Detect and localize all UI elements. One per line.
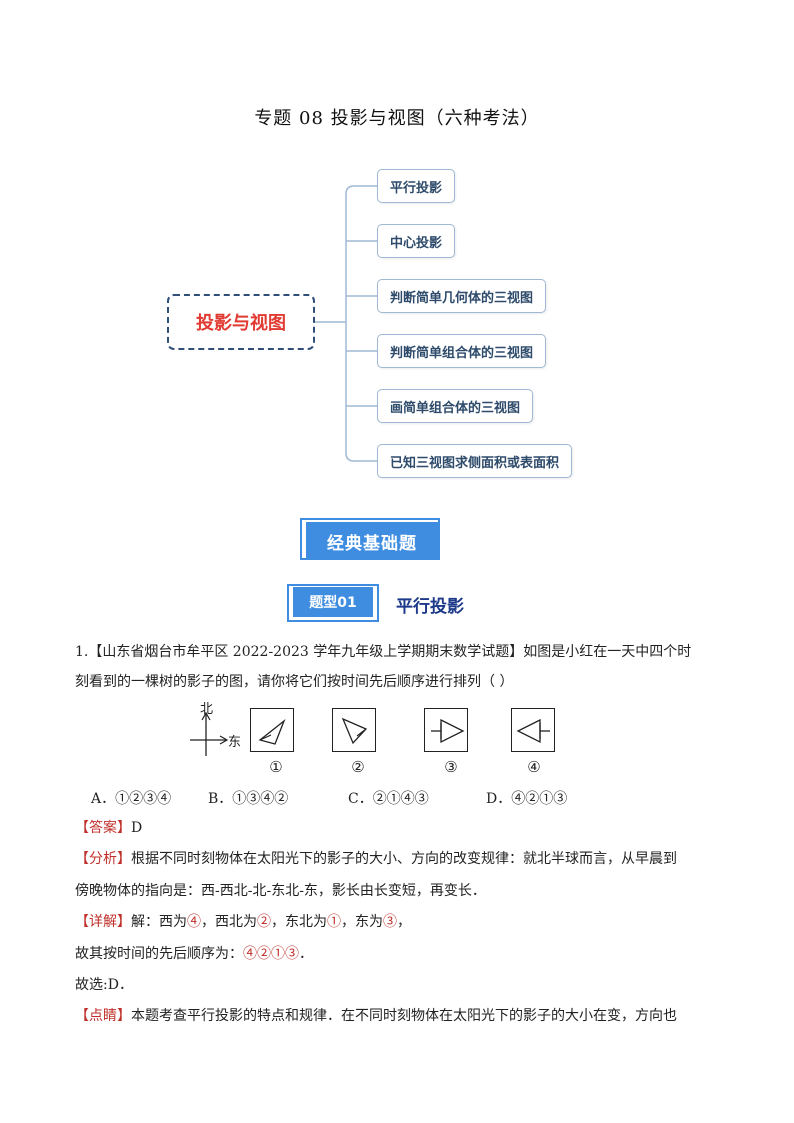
shadow-triangle-west <box>516 718 550 744</box>
option-c: C．②①④③ <box>348 791 429 807</box>
analysis-tag: 【分析】 <box>75 851 131 867</box>
shadow-triangle-east <box>431 718 465 744</box>
detail-value-northeast: ① <box>327 914 341 930</box>
analysis-text-1: 根据不同时刻物体在太阳光下的影子的大小、方向的改变规律：就北半球而言，从早晨到 <box>131 851 677 867</box>
mindmap-root: 投影与视图 <box>167 294 315 350</box>
mindmap-branch-simple-solid-views: 判断简单几何体的三视图 <box>377 279 547 313</box>
comment-tag: 【点睛】 <box>75 1008 131 1024</box>
shadow-figure-4 <box>511 708 555 752</box>
figure-label-2: ② <box>351 758 365 776</box>
detail-value-northwest: ② <box>257 914 271 930</box>
detail-line-2: 故其按时间的先后顺序为：④②①③． <box>75 944 715 964</box>
document-title: 专题 08 投影与视图（六种考法） <box>254 108 540 129</box>
mindmap-branch-central-projection: 中心投影 <box>377 224 456 258</box>
analysis-line-2: 傍晚物体的指向是：西-西北-北-东北-东，影长由长变短，再变长． <box>75 883 486 899</box>
detail-line-1: 【详解】解：西为④，西北为②，东北为①，东为③， <box>75 912 715 932</box>
shadow-triangle-northeast <box>258 718 286 745</box>
mindmap-branch-combined-solid-views: 判断简单组合体的三视图 <box>377 334 547 368</box>
shadow-triangle-northwest <box>341 717 368 745</box>
question-line-1: 1.【山东省烟台市牟平区 2022-2023 学年九年级上学期期末数学试题】如图… <box>75 642 715 662</box>
option-b: B．①③④② <box>208 791 289 807</box>
option-a: A．①②③④ <box>91 791 172 807</box>
compass-icon <box>190 711 229 756</box>
question-source: 【山东省烟台市牟平区 2022-2023 学年九年级上学期期末数学试题】 <box>88 644 524 660</box>
section-banner: 经典基础题 <box>300 518 446 566</box>
figure-label-3: ③ <box>444 758 458 776</box>
detail-value-west: ④ <box>187 914 201 930</box>
analysis-line-1: 【分析】根据不同时刻物体在太阳光下的影子的大小、方向的改变规律：就北半球而言，从… <box>75 849 715 869</box>
detail-text-end: ， <box>397 914 411 930</box>
comment-text: 本题考查平行投影的特点和规律．在不同时刻物体在太阳光下的影子的大小在变，方向也 <box>131 1008 677 1024</box>
comment-line: 【点睛】本题考查平行投影的特点和规律．在不同时刻物体在太阳光下的影子的大小在变，… <box>75 1006 715 1026</box>
mindmap-branch-draw-views: 画简单组合体的三视图 <box>377 389 534 423</box>
detail-choice: 故选:D． <box>75 977 133 993</box>
figure-label-4: ④ <box>527 758 541 776</box>
question-type-badge: 题型01 <box>287 584 381 624</box>
detail-text-northwest: ，西北为 <box>201 914 257 930</box>
detail-order-suffix: ． <box>299 946 313 962</box>
detail-text-northeast: ，东北为 <box>271 914 327 930</box>
figure-label-1: ① <box>269 758 283 776</box>
shadow-figure-3 <box>424 708 468 752</box>
detail-tag: 【详解】 <box>75 914 131 930</box>
shadow-figure-1 <box>250 708 294 752</box>
answer-line: 【答案】D <box>75 818 715 838</box>
compass-east-label: 东 <box>228 735 242 750</box>
answer-tag: 【答案】 <box>75 820 131 836</box>
question-number: 1. <box>75 644 89 660</box>
detail-text-east: ，东为 <box>341 914 383 930</box>
compass-north-label: 北 <box>200 702 214 717</box>
answer-text: D <box>131 820 143 836</box>
section-banner-label: 经典基础题 <box>306 522 438 560</box>
option-d: D．④②①③ <box>486 791 568 807</box>
mindmap-branch-surface-area: 已知三视图求侧面积或表面积 <box>377 444 573 478</box>
question-stem-1: 如图是小红在一天中四个时 <box>523 644 692 660</box>
mindmap-branch-parallel-projection: 平行投影 <box>377 169 456 203</box>
detail-order-value: ④②①③ <box>243 946 299 962</box>
question-stem-2: 刻看到的一棵树的影子的图，请你将它们按时间先后顺序进行排列（ ） <box>75 674 514 690</box>
mindmap-connectors <box>315 185 377 462</box>
detail-text-west: 解：西为 <box>131 914 187 930</box>
detail-value-east: ③ <box>383 914 397 930</box>
shadow-figure-2 <box>332 708 376 752</box>
type-badge-label: 题型01 <box>293 587 373 617</box>
type-badge-frame <box>287 584 379 622</box>
question-type-title: 平行投影 <box>396 597 464 617</box>
detail-order-prefix: 故其按时间的先后顺序为： <box>75 946 243 962</box>
